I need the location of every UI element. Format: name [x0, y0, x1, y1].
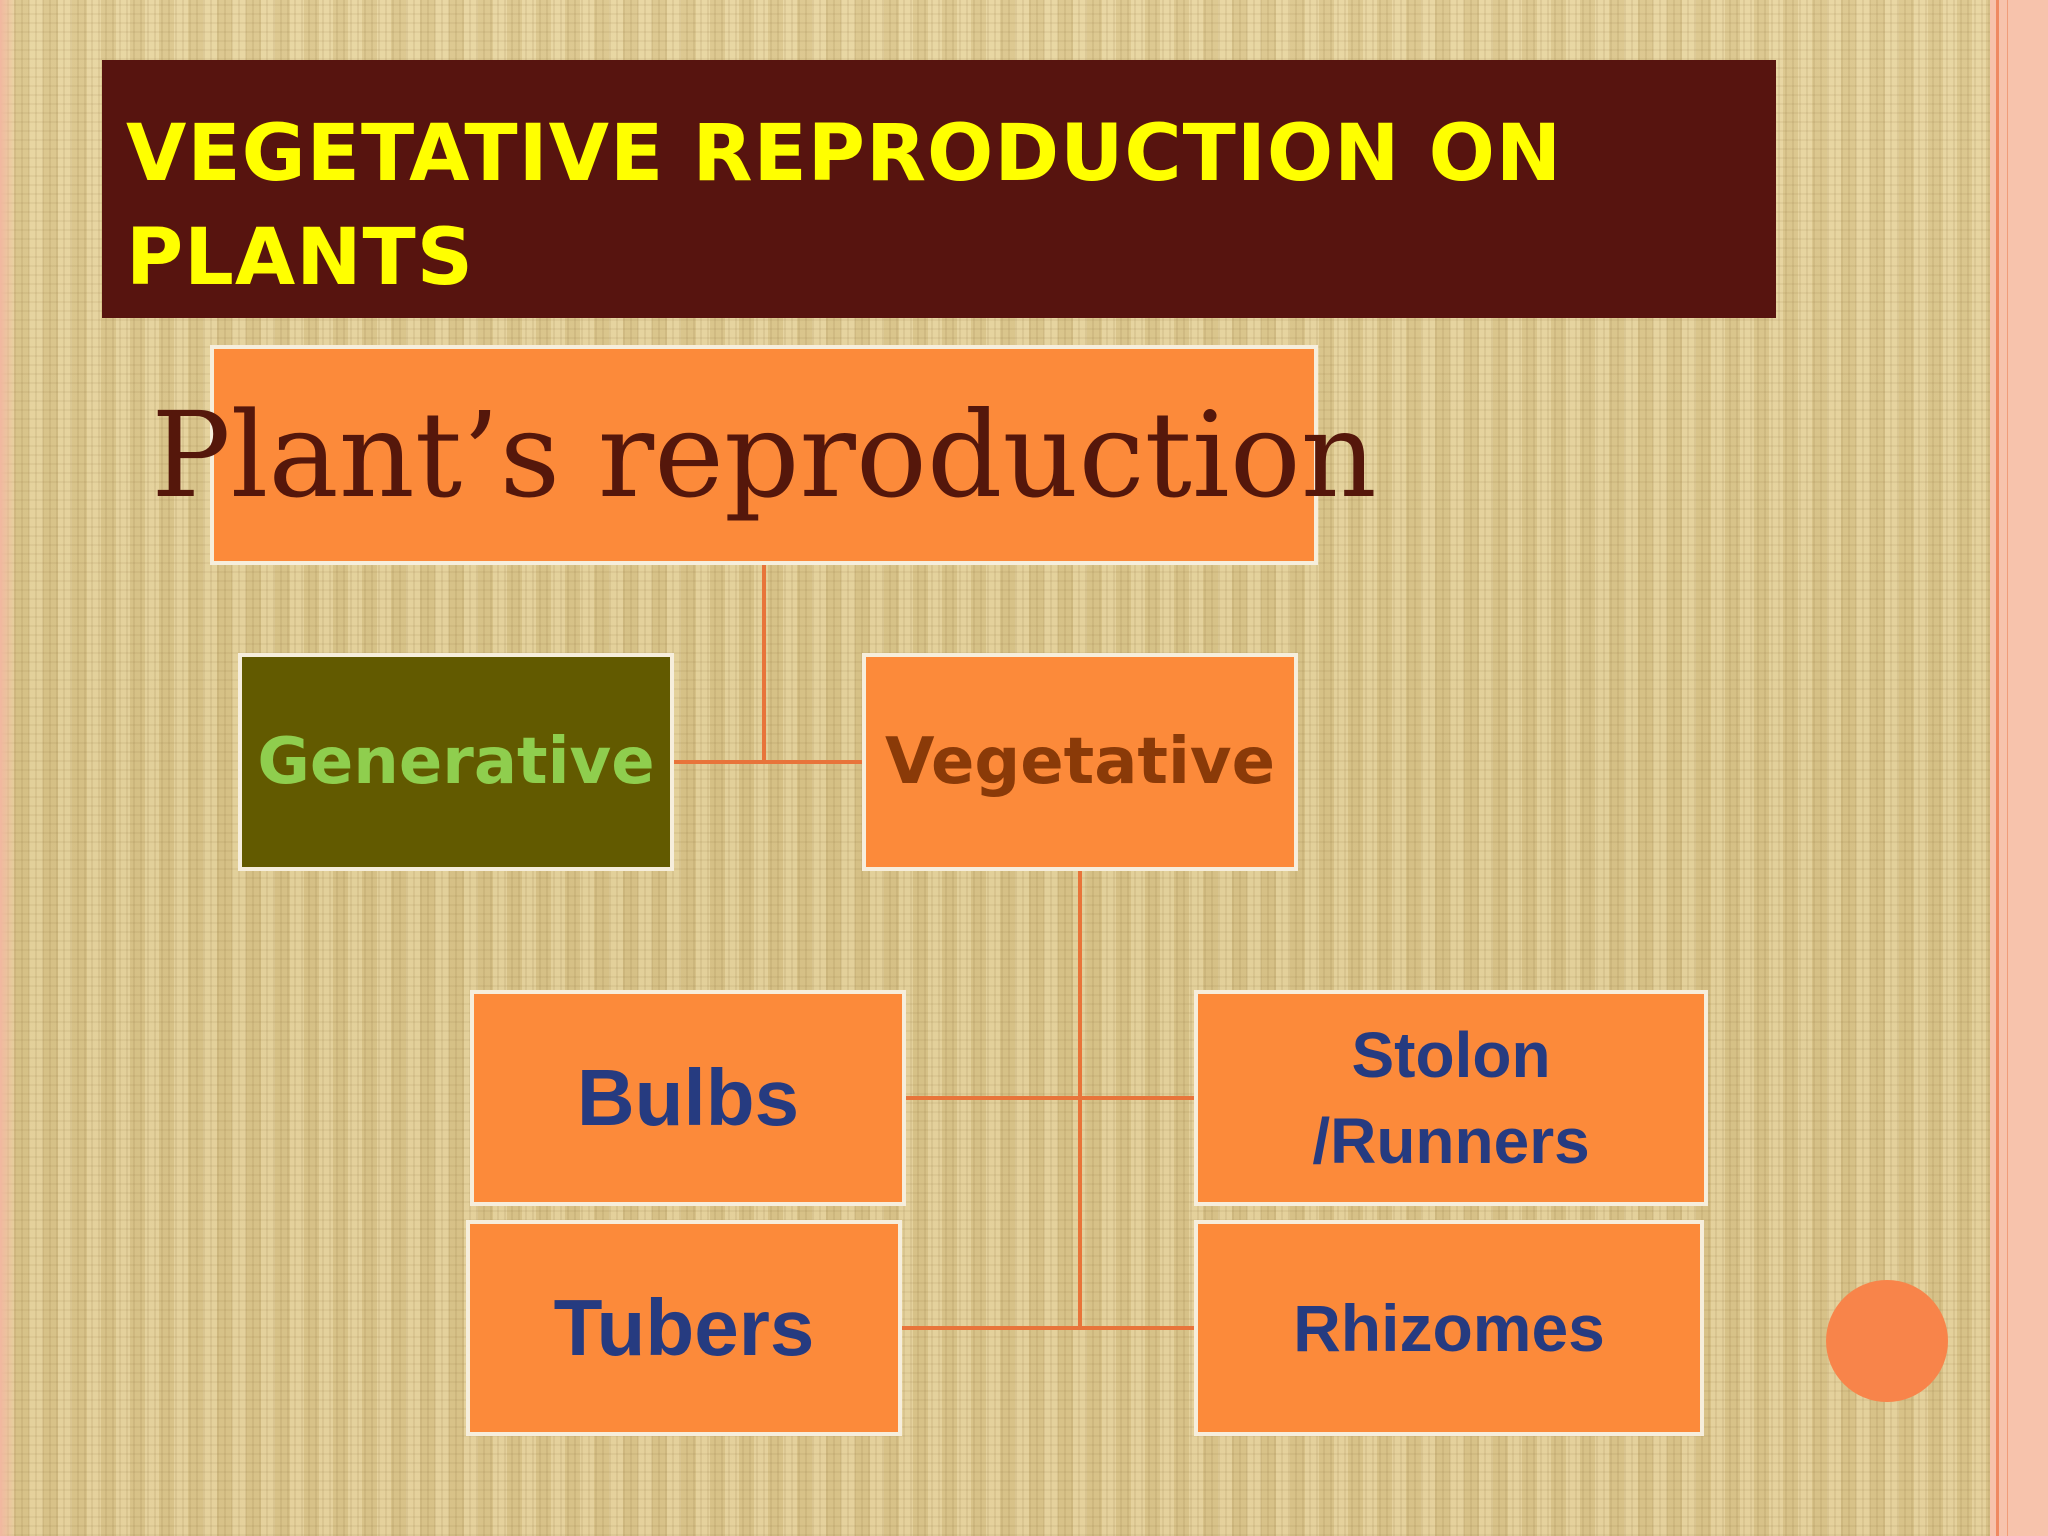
node-label: Plant’s reproduction: [151, 386, 1377, 524]
title-bar: VEGETATIVE REPRODUCTION ON PLANTS: [102, 60, 1776, 318]
node-label: Bulbs: [576, 1053, 800, 1142]
node-label: Generative: [257, 725, 655, 799]
node-vegetative: Vegetative: [862, 653, 1298, 871]
slide-right-border: [1990, 0, 2048, 1536]
node-generative: Generative: [238, 653, 674, 871]
node-label: Tubers: [553, 1283, 815, 1372]
node-label: Vegetative: [884, 725, 1276, 799]
decorative-circle: [1826, 1280, 1948, 1402]
node-stolon-runners: Stolon /Runners: [1194, 990, 1708, 1206]
slide-left-border: [0, 0, 16, 1536]
slide-title: VEGETATIVE REPRODUCTION ON PLANTS: [126, 109, 1563, 303]
node-label: Rhizomes: [1293, 1291, 1605, 1365]
slide-right-border-line: [1996, 0, 1999, 1536]
node-bulbs: Bulbs: [470, 990, 906, 1206]
node-tubers: Tubers: [466, 1220, 902, 1436]
slide-right-border-line-thin: [2007, 0, 2008, 1536]
node-rhizomes: Rhizomes: [1194, 1220, 1704, 1436]
node-label: Stolon /Runners: [1312, 1012, 1589, 1184]
node-label-line2: /Runners: [1312, 1105, 1590, 1177]
node-label-line1: Stolon: [1351, 1019, 1551, 1091]
node-plants-reproduction: Plant’s reproduction: [151, 345, 1377, 565]
